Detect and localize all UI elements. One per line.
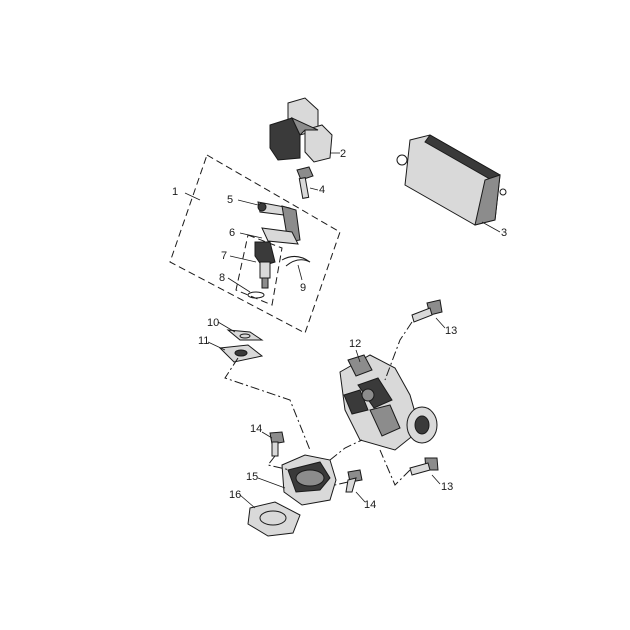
assembly-axis-bolts-upper bbox=[384, 321, 413, 381]
callout-7: 7 bbox=[221, 250, 227, 262]
part-13-screw-lower bbox=[409, 457, 439, 476]
part-14-bolt-upper bbox=[269, 431, 285, 457]
assembly-axis-main bbox=[224, 357, 311, 451]
part-6-clip bbox=[261, 227, 299, 245]
callout-13-lower: 13 bbox=[441, 481, 453, 493]
part-10-gasket bbox=[226, 329, 264, 341]
part-5-fuel-rail bbox=[257, 201, 301, 243]
callout-8: 8 bbox=[219, 272, 225, 284]
part-12-throttle-body bbox=[339, 354, 438, 451]
assembly-axis-bolt-14a bbox=[267, 455, 291, 471]
part-4-bolt bbox=[296, 166, 314, 199]
part-15-intake-adapter bbox=[281, 454, 337, 506]
part-3-canister bbox=[396, 134, 507, 226]
assembly-axis-bolt-14b bbox=[334, 481, 349, 486]
callout-16: 16 bbox=[229, 489, 241, 501]
callout-14-lower: 14 bbox=[364, 499, 376, 511]
part-16-flange-gasket bbox=[247, 501, 301, 537]
assembly-axis-bolts-lower bbox=[379, 449, 411, 486]
callout-9: 9 bbox=[300, 282, 306, 294]
part-14-bolt-lower bbox=[345, 469, 363, 493]
leader-lines bbox=[184, 152, 501, 509]
callout-5: 5 bbox=[227, 194, 233, 206]
callout-4: 4 bbox=[319, 184, 325, 196]
callout-2: 2 bbox=[340, 148, 346, 160]
part-11-spacer bbox=[218, 344, 264, 363]
callout-11: 11 bbox=[198, 335, 209, 347]
callout-14-upper: 14 bbox=[250, 423, 262, 435]
part-9-retaining-spring bbox=[281, 256, 311, 267]
callout-15: 15 bbox=[246, 471, 258, 483]
callout-13-upper: 13 bbox=[445, 325, 457, 337]
assembly-axis-throttle bbox=[329, 439, 363, 461]
callout-1: 1 bbox=[172, 186, 178, 198]
part-2-bracket bbox=[269, 97, 333, 163]
part-7-injector bbox=[254, 241, 276, 289]
callout-6: 6 bbox=[229, 227, 235, 239]
assembly-1-boundary bbox=[169, 154, 341, 334]
callout-12: 12 bbox=[349, 338, 361, 350]
callout-10: 10 bbox=[207, 317, 219, 329]
callout-3: 3 bbox=[501, 227, 507, 239]
part-8-o-ring bbox=[247, 291, 265, 299]
part-13-screw-upper bbox=[411, 299, 443, 323]
